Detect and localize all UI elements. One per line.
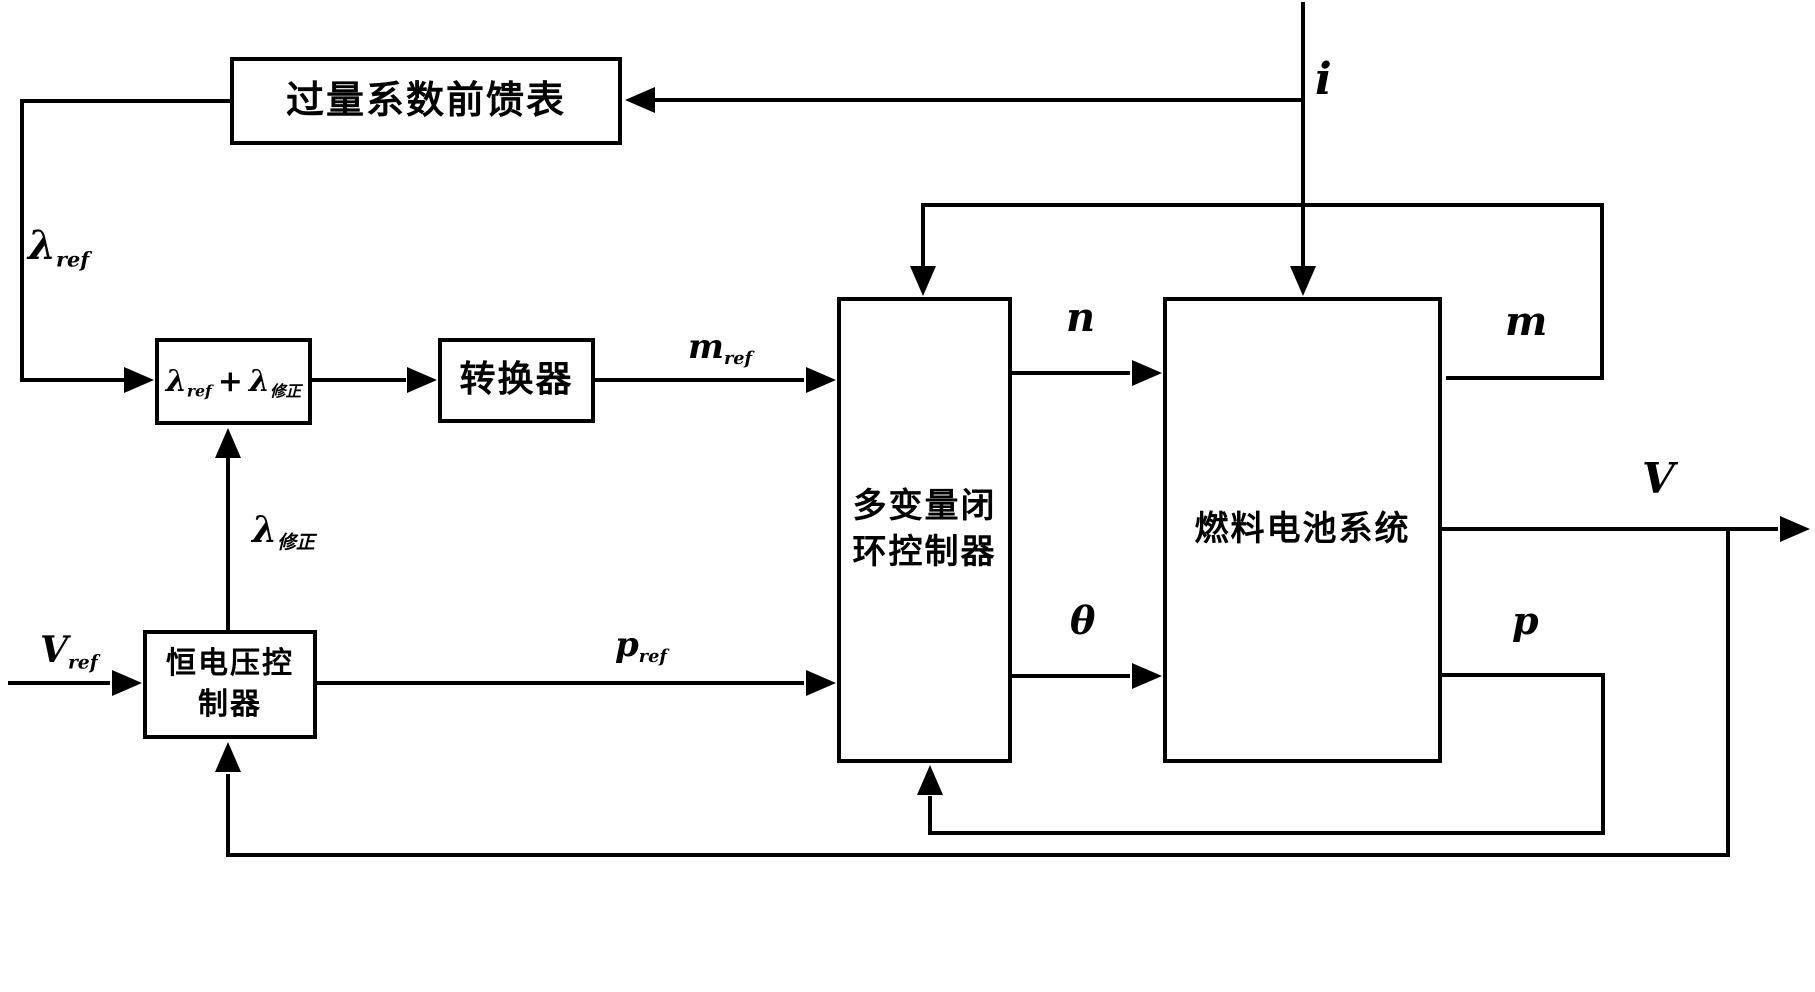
arrowhead-into-converter [407, 367, 437, 393]
arrowhead-n-into-fuel-cell [1132, 360, 1162, 386]
label-m-ref: mref [688, 327, 753, 370]
arrowhead-into-sum [124, 367, 154, 393]
arrowhead-pref-into-controller [806, 670, 836, 696]
arrowhead-correction-into-sum [215, 428, 241, 458]
block-fuel-cell-system: 燃料电池系统 [1163, 297, 1442, 763]
block-feedforward-table: 过量系数前馈表 [230, 57, 622, 145]
arrowhead-p-into-controller [917, 765, 943, 795]
label-n: n [1066, 294, 1096, 341]
label-p-ref: pref [615, 625, 667, 668]
block-lambda-sum-label: λref+λ修正 [165, 363, 302, 401]
block-multivariable-controller-label: 多变量闭 环控制器 [852, 486, 997, 572]
label-v-ref: Vref [40, 629, 98, 674]
label-lambda-correction: λ修正 [252, 509, 315, 554]
arrowhead-vref-in [112, 670, 142, 696]
p-feedback-line [928, 673, 1605, 835]
arrowhead-into-table [625, 87, 655, 113]
arrowhead-v-into-voltage-controller [215, 742, 241, 772]
top-feedback-rail [921, 203, 1604, 380]
block-feedforward-table-label: 过量系数前馈表 [285, 78, 566, 123]
label-m: m [1505, 298, 1548, 345]
arrowhead-mref-into-controller [806, 367, 836, 393]
arrowhead-v-output [1780, 516, 1810, 542]
arrowhead-rail-into-controller [910, 266, 936, 296]
block-voltage-controller-label: 恒电压控 制器 [166, 646, 294, 722]
block-fuel-cell-system-label: 燃料电池系统 [1194, 509, 1411, 550]
label-i: i [1315, 54, 1332, 105]
lambda-ref-line [20, 99, 230, 382]
block-multivariable-controller: 多变量闭 环控制器 [837, 297, 1012, 763]
label-p: p [1512, 598, 1539, 643]
arrowhead-i-into-fuel-cell [1290, 266, 1316, 296]
block-converter-label: 转换器 [459, 359, 574, 401]
label-lambda-ref: λref [28, 222, 90, 272]
arrowhead-theta-into-fuel-cell [1132, 663, 1162, 689]
label-v: V [1642, 454, 1675, 503]
block-voltage-controller: 恒电压控 制器 [143, 630, 317, 739]
block-lambda-sum: λref+λ修正 [155, 338, 312, 425]
v-feedback-line [226, 529, 1730, 857]
block-converter: 转换器 [438, 338, 595, 423]
label-theta: θ [1070, 598, 1096, 643]
